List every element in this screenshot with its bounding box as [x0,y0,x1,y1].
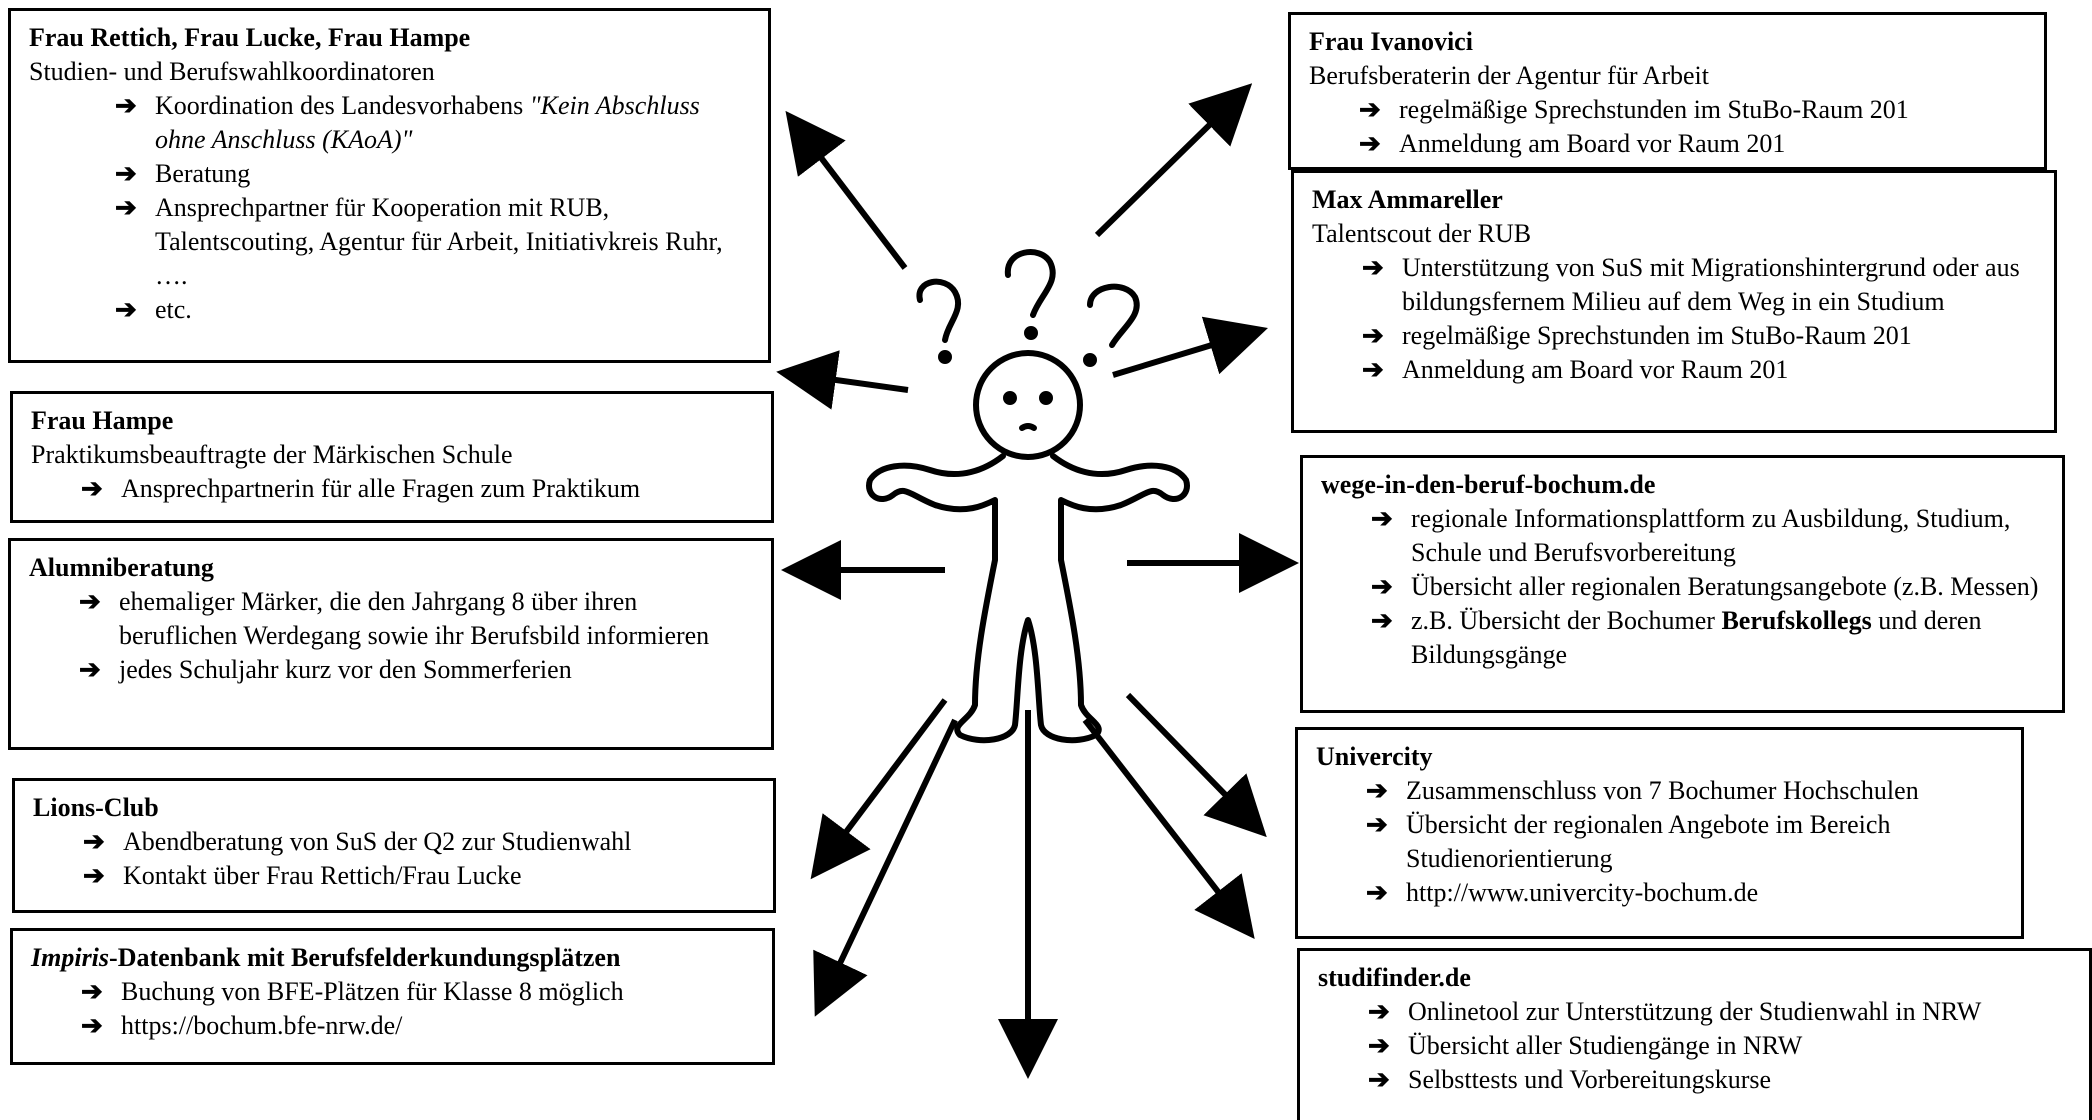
arrow-right-bullet-icon: ➔ [1368,997,1390,1026]
bullet-list: ➔Unterstützung von SuS mit Migrationshin… [1362,251,2036,387]
arrow-right-bullet-icon: ➔ [1362,253,1384,282]
box-title: Univercity [1316,742,1433,771]
list-item: ➔Onlinetool zur Unterstützung der Studie… [1368,995,2071,1029]
arrow-to-rettich [785,110,908,270]
list-item: ➔Ansprechpartnerin für alle Fragen zum P… [81,472,753,506]
arrow-right-bullet-icon: ➔ [81,474,103,503]
box-subtitle: Berufsberaterin der Agentur für Arbeit [1309,61,1709,90]
arrow-right-bullet-icon: ➔ [81,977,103,1006]
list-item: ➔regelmäßige Sprechstunden im StuBo-Raum… [1359,93,2026,127]
arrow-to-ammareller [1112,316,1268,378]
list-item: ➔Ansprechpartner für Kooperation mit RUB… [115,193,723,290]
bullet-list: ➔Abendberatung von SuS der Q2 zur Studie… [83,825,755,893]
box-title: Frau Hampe [31,406,174,435]
box-impiris: Impiris-Datenbank mit Berufsfelderkundun… [10,928,775,1065]
list-item: ➔Selbsttests und Vorbereitungskurse [1368,1063,2071,1097]
box-rettich: Frau Rettich, Frau Lucke, Frau Hampe Stu… [8,8,771,363]
list-item: ➔regelmäßige Sprechstunden im StuBo-Raum… [1362,319,2036,353]
list-item: ➔Beratung [115,157,750,191]
box-studifinder: studifinder.de ➔Onlinetool zur Unterstüt… [1297,948,2092,1120]
box-lions: Lions-Club ➔Abendberatung von SuS der Q2… [12,778,776,913]
arrow-right-bullet-icon: ➔ [1359,95,1381,124]
bullet-list: ➔Ansprechpartnerin für alle Fragen zum P… [81,472,753,506]
confused-person-icon [866,350,1190,744]
arrow-right-bullet-icon: ➔ [1366,878,1388,907]
arrow-right-bullet-icon: ➔ [1359,129,1381,158]
arrow-right-bullet-icon: ➔ [1362,355,1384,384]
list-item: ➔regionale Informationsplattform zu Ausb… [1371,504,2011,567]
arrow-right-bullet-icon: ➔ [1371,606,1393,635]
question-mark-icon [916,249,1140,367]
box-title: Max Ammareller [1312,185,1503,214]
arrow-right-bullet-icon: ➔ [115,159,137,188]
list-item: ➔Buchung von BFE-Plätzen für Klasse 8 mö… [81,975,754,1009]
arrow-right-bullet-icon: ➔ [1362,321,1384,350]
arrow-right-bullet-icon: ➔ [83,827,105,856]
arrow-right-bullet-icon: ➔ [1371,504,1393,533]
arrow-right-bullet-icon: ➔ [81,1011,103,1040]
box-wege: wege-in-den-beruf-bochum.de ➔regionale I… [1300,455,2065,713]
box-ivanovici: Frau Ivanovici Berufsberaterin der Agent… [1288,12,2047,170]
box-univercity: Univercity ➔Zusammenschluss von 7 Bochum… [1295,727,2024,939]
arrow-right-bullet-icon: ➔ [1366,810,1388,839]
box-subtitle: Studien- und Berufswahlkoordinatoren [29,57,435,86]
bullet-list: ➔Buchung von BFE-Plätzen für Klasse 8 mö… [81,975,754,1043]
list-item: ➔Abendberatung von SuS der Q2 zur Studie… [83,825,755,859]
box-title: wege-in-den-beruf-bochum.de [1321,470,1656,499]
box-title: studifinder.de [1318,963,1471,992]
box-title: Lions-Club [33,793,159,822]
bullet-list: ➔Zusammenschluss von 7 Bochumer Hochschu… [1366,774,2003,910]
arrow-right-bullet-icon: ➔ [1366,776,1388,805]
box-alumni: Alumniberatung ➔ehemaliger Märker, die d… [8,538,774,750]
arrow-to-lions [810,698,948,880]
arrow-to-ivanovici [1094,83,1253,238]
bullet-list: ➔Onlinetool zur Unterstützung der Studie… [1368,995,2071,1097]
arrow-right-bullet-icon: ➔ [115,295,137,324]
box-subtitle: Praktikumsbeauftragte der Märkischen Sch… [31,440,513,469]
impiris-link[interactable]: https://bochum.bfe-nrw.de/ [121,1011,403,1040]
list-item: ➔Koordination des Landesvorhabens "Kein … [115,91,700,154]
arrow-right-bullet-icon: ➔ [79,655,101,684]
list-item: ➔Anmeldung am Board vor Raum 201 [1359,127,2026,161]
box-hampe: Frau Hampe Praktikumsbeauftragte der Mär… [10,391,774,523]
list-item: ➔Zusammenschluss von 7 Bochumer Hochschu… [1366,774,2003,808]
list-item: ➔z.B. Übersicht der Bochumer Berufskolle… [1371,606,1982,669]
arrow-right-bullet-icon: ➔ [1371,572,1393,601]
list-item: ➔Übersicht aller Studiengänge in NRW [1368,1029,2071,1063]
arrow-to-hampe [776,350,909,410]
list-item[interactable]: ➔ http://www.univercity-bochum.de [1366,876,2003,910]
box-title: Alumniberatung [29,553,214,582]
list-item: ➔jedes Schuljahr kurz vor den Sommerferi… [79,653,753,687]
arrow-right-bullet-icon: ➔ [115,91,137,120]
univercity-link[interactable]: http://www.univercity-bochum.de [1406,878,1759,907]
arrow-to-univercity [1125,692,1267,838]
bullet-list: ➔ehemaliger Märker, die den Jahrgang 8 ü… [79,585,753,687]
arrow-right-bullet-icon: ➔ [1368,1031,1390,1060]
box-ammareller: Max Ammareller Talentscout der RUB ➔Unte… [1291,170,2057,433]
box-title: Frau Rettich, Frau Lucke, Frau Hampe [29,23,471,52]
list-item: ➔Anmeldung am Board vor Raum 201 [1362,353,2036,387]
list-item: ➔ehemaliger Märker, die den Jahrgang 8 ü… [79,587,710,650]
list-item: ➔Kontakt über Frau Rettich/Frau Lucke [83,859,755,893]
list-item[interactable]: ➔ https://bochum.bfe-nrw.de/ [81,1009,754,1043]
box-title: Impiris-Datenbank mit Berufsfelderkundun… [31,943,621,972]
arrow-right-bullet-icon: ➔ [79,587,101,616]
bullet-list: ➔regelmäßige Sprechstunden im StuBo-Raum… [1359,93,2026,161]
arrow-to-impiris [813,718,958,1017]
bullet-list: ➔regionale Informationsplattform zu Ausb… [1371,502,2044,672]
bullet-list: ➔Koordination des Landesvorhabens "Kein … [115,89,750,327]
arrow-to-studifinder [1082,718,1255,939]
list-item: ➔Unterstützung von SuS mit Migrationshin… [1362,253,2020,316]
list-item: ➔etc. [115,293,750,327]
arrow-right-bullet-icon: ➔ [115,193,137,222]
box-subtitle: Talentscout der RUB [1312,219,1532,248]
list-item: ➔Übersicht aller regionalen Beratungsang… [1371,570,2044,604]
box-title: Frau Ivanovici [1309,27,1473,56]
arrow-right-bullet-icon: ➔ [1368,1065,1390,1094]
arrow-right-bullet-icon: ➔ [83,861,105,890]
list-item: ➔Übersicht der regionalen Angebote im Be… [1366,810,1891,873]
